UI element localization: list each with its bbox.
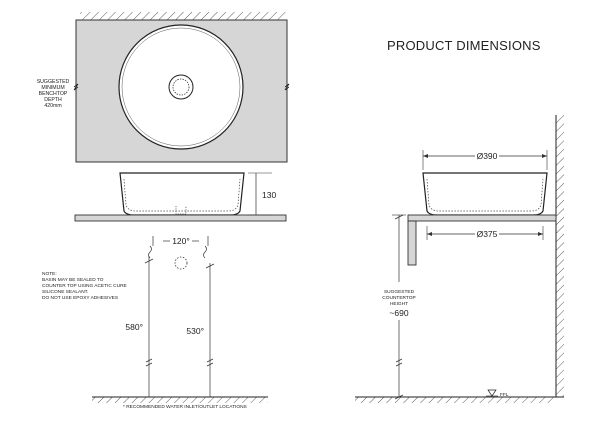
depth-note-line: BENCHTOP <box>39 91 68 97</box>
basin-side-inner-hidden <box>426 178 544 212</box>
spacing-label: 120° <box>172 236 190 246</box>
inlet-left-break <box>145 358 153 367</box>
footnote: * RECOMMENDED WATER INLET/OUTLET LOCATIO… <box>123 404 247 410</box>
wall-hatch-side <box>556 115 564 397</box>
drawing-title: PRODUCT DIMENSIONS <box>387 38 541 53</box>
countertop-apron <box>407 220 417 266</box>
side-elevation: Ø390 Ø375 SUGGESTED COUNTERTOP HEIGHT ~6… <box>355 115 564 403</box>
sealant-note-line: NOTE: <box>42 271 57 277</box>
depth-note-line: 420mm <box>44 103 61 109</box>
countertop-side <box>407 214 557 222</box>
waste-hidden <box>175 206 187 215</box>
counter-height-note-line: HEIGHT <box>390 301 408 307</box>
depth-note-line: DEPTH <box>44 97 62 103</box>
basin-front <box>119 172 245 216</box>
sealant-note-line: DO NOT USE EPOXY ADHESIVES <box>42 295 118 301</box>
floor-hatch-side <box>355 397 556 403</box>
height-label: 130 <box>262 190 276 200</box>
break-mark-right <box>284 83 290 91</box>
basin-plan-inner <box>121 27 241 147</box>
depth-note-line: SUGGESTED <box>37 79 70 85</box>
counter-height-note-line: COUNTERTOP <box>382 295 415 301</box>
outlet-location-circle <box>174 256 188 270</box>
sealant-note-line: COUNTER TOP USING ACETIC CURE <box>42 283 127 289</box>
sealant-note: NOTE: BASIN MAY BE SEALED TO COUNTER TOP… <box>42 271 127 301</box>
bottom-diameter-label: Ø375 <box>477 229 498 239</box>
inlet-right-break <box>206 358 214 367</box>
sealant-note-line: BASIN MAY BE SEALED TO <box>42 277 104 283</box>
top-diameter-label: Ø390 <box>477 151 498 161</box>
counter-height-note-line: SUGGESTED <box>384 289 415 295</box>
counter-height-note: SUGGESTED COUNTERTOP HEIGHT <box>382 289 415 307</box>
floor-hatch-front <box>92 397 268 403</box>
waste-grate <box>172 78 190 96</box>
inlet-right-tick <box>205 263 215 269</box>
basin-front-inner-hidden <box>123 178 241 212</box>
depth-note: SUGGESTED MINIMUM BENCHTOP DEPTH 420mm <box>37 79 70 109</box>
ffl-triangle-icon <box>487 389 497 397</box>
basin-side <box>422 172 548 216</box>
plan-view: SUGGESTED MINIMUM BENCHTOP DEPTH 420mm <box>37 12 290 163</box>
countertop-front <box>74 214 287 222</box>
front-elevation: 130 120° 580° 530° NOTE: BASIN MAY BE SE… <box>42 172 287 410</box>
counter-height-value: ~690 <box>389 308 408 318</box>
sealant-note-line: SILICONE SEALANT. <box>42 289 88 295</box>
counter-height-tick-top <box>394 214 404 220</box>
waste-outer <box>168 74 194 100</box>
counter-height-break <box>395 358 403 367</box>
break-mark-left <box>73 83 79 91</box>
inlet-right-label: 530° <box>186 326 204 336</box>
wall-hatch-top <box>80 12 286 20</box>
inlet-symbol-right <box>203 245 207 259</box>
ffl-label: FFL <box>500 392 509 398</box>
inlet-left-tick <box>144 258 154 264</box>
inlet-left-label: 580° <box>125 322 143 332</box>
depth-note-line: MINIMUM <box>41 85 64 91</box>
